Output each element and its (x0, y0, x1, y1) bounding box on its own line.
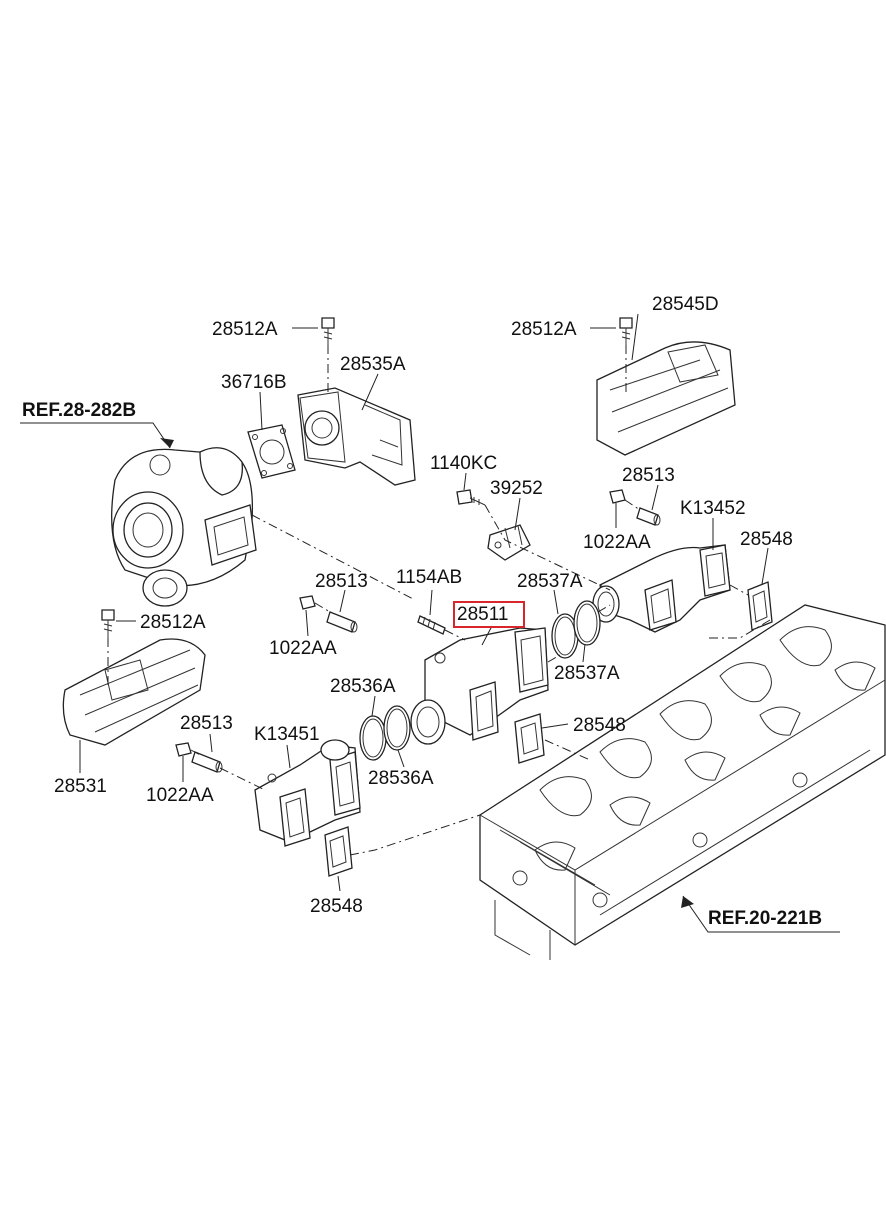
turbo-gasket-drawing (247, 424, 296, 479)
ref-turbo-label[interactable]: REF.28-282B (22, 400, 136, 421)
label-sleeve-left[interactable]: 28513 (180, 713, 233, 734)
center-manifold-drawing (410, 627, 549, 745)
center-gasket-drawing (514, 713, 545, 764)
label-seal-ring-lower-b[interactable]: 28536A (368, 768, 434, 789)
label-elbow-turbo[interactable]: 28535A (340, 354, 406, 375)
turbo-elbow-drawing (297, 387, 416, 486)
seal-rings-upper-drawing (551, 600, 601, 659)
label-gasket-turbo[interactable]: 36716B (221, 372, 287, 393)
lower-heat-shield-drawing (62, 638, 206, 746)
label-stud[interactable]: 1154AB (396, 567, 462, 588)
rear-manifold-drawing (592, 544, 731, 633)
bolt-top-left-drawing (321, 317, 335, 345)
label-bolt-top-left[interactable]: 28512A (212, 319, 278, 340)
bolt-bracket-drawing (456, 489, 486, 506)
label-manifold-rear[interactable]: K13452 (680, 498, 746, 519)
part-labels: REF.28-282B REF.20-221B 28512A 28512A 28… (22, 294, 822, 929)
label-sleeve-right[interactable]: 28513 (622, 465, 675, 486)
rear-gasket-drawing (747, 581, 773, 631)
stud-drawing (417, 615, 446, 635)
label-bolt-left[interactable]: 28512A (140, 612, 206, 633)
bolt-top-right-drawing (619, 317, 633, 345)
highlight-box (453, 601, 525, 628)
label-heat-shield-upper[interactable]: 28545D (652, 294, 719, 315)
label-sleeve-center[interactable]: 28513 (315, 571, 368, 592)
turbocharger-drawing (111, 447, 257, 607)
leader-lines (20, 313, 840, 933)
nut-right-drawing (609, 489, 626, 504)
cylinder-head-drawing (479, 604, 886, 960)
label-seal-ring-upper-b[interactable]: 28537A (554, 663, 620, 684)
label-bracket[interactable]: 39252 (490, 478, 543, 499)
sleeve-left-drawing (191, 751, 223, 773)
front-gasket-drawing (324, 826, 353, 877)
label-gasket-front[interactable]: 28548 (310, 896, 363, 917)
label-bolt-top-right[interactable]: 28512A (511, 319, 577, 340)
label-heat-shield-lower[interactable]: 28531 (54, 776, 107, 797)
sleeve-center-drawing (326, 611, 358, 633)
alignment-lines (107, 345, 771, 856)
label-nut-center[interactable]: 1022AA (269, 638, 337, 659)
label-manifold-front[interactable]: K13451 (254, 724, 320, 745)
label-gasket-center[interactable]: 28548 (573, 715, 626, 736)
label-bolt-bracket[interactable]: 1140KC (430, 453, 497, 474)
label-seal-ring-lower-a[interactable]: 28536A (330, 676, 396, 697)
sleeve-right-drawing (636, 507, 661, 526)
bolt-left-drawing (101, 609, 115, 638)
label-manifold-center[interactable]: 28511 (457, 604, 508, 625)
nut-left-drawing (175, 742, 192, 757)
label-nut-left[interactable]: 1022AA (146, 785, 214, 806)
front-manifold-drawing (254, 739, 361, 847)
nut-center-drawing (299, 595, 316, 610)
label-gasket-rear[interactable]: 28548 (740, 529, 793, 550)
upper-heat-shield-drawing (596, 341, 736, 456)
bracket-drawing (487, 524, 531, 561)
seal-rings-lower-drawing (359, 705, 411, 761)
label-seal-ring-upper-a[interactable]: 28537A (517, 571, 583, 592)
label-nut-right[interactable]: 1022AA (583, 532, 651, 553)
ref-head-label[interactable]: REF.20-221B (708, 908, 822, 929)
